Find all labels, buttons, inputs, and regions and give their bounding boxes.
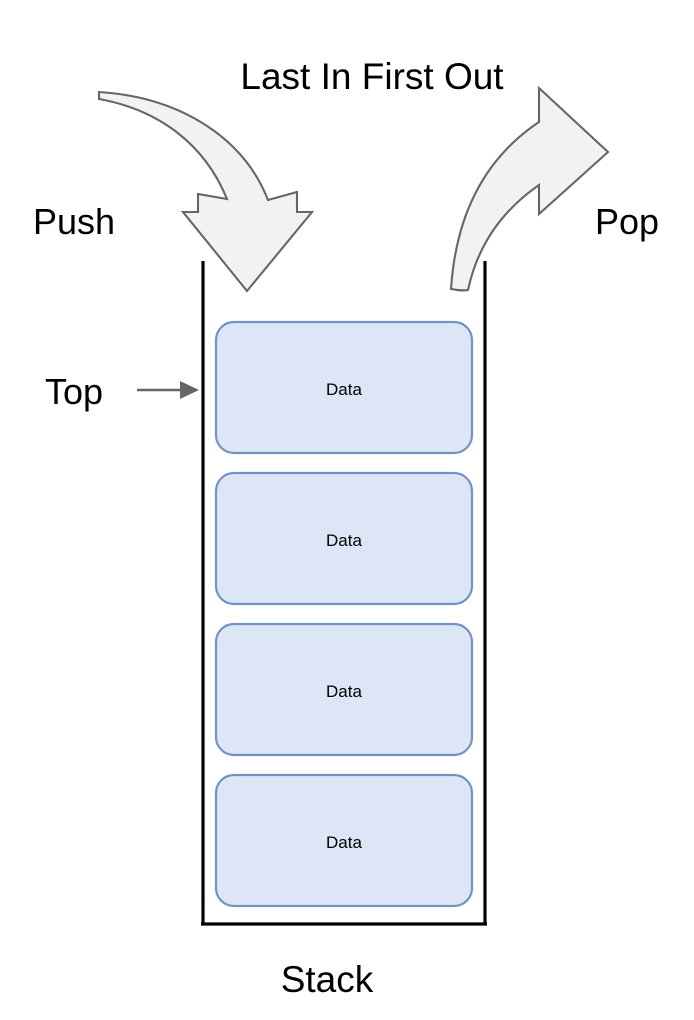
top-label: Top (45, 371, 103, 412)
data-box-4-rect[interactable] (214, 773, 474, 908)
data-box-3-rect[interactable] (214, 622, 474, 757)
diagram-title: Last In First Out (240, 56, 504, 97)
data-box-2-rect[interactable] (214, 471, 474, 606)
push-arrow (97, 90, 315, 293)
data-box-2[interactable]: Data (214, 471, 474, 606)
data-box-1-rect[interactable] (214, 320, 474, 455)
data-box-3-label: Data (326, 682, 362, 701)
pop-label: Pop (595, 201, 659, 242)
data-box-3[interactable]: Data (214, 622, 474, 757)
push-label: Push (33, 201, 115, 242)
stack-caption: Stack (281, 959, 374, 1000)
top-pointer-arrow-head (180, 381, 199, 399)
data-box-4-label: Data (326, 833, 362, 852)
data-box-4[interactable]: Data (214, 773, 474, 908)
data-box-2-label: Data (326, 531, 362, 550)
pop-arrow (449, 85, 610, 292)
data-box-1-label: Data (326, 380, 362, 399)
data-box-1[interactable]: Data (214, 320, 474, 455)
